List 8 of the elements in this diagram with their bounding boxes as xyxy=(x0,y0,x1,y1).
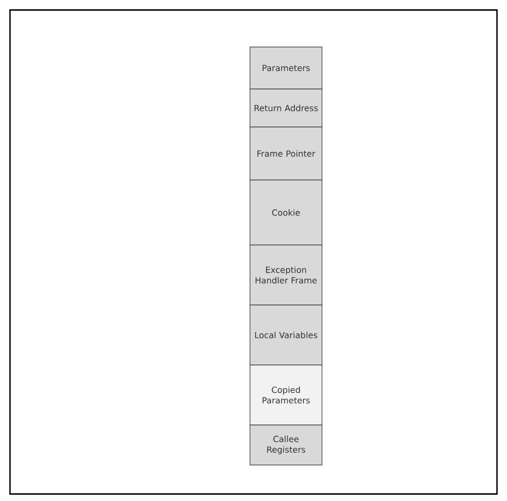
stack-box: Callee Registers xyxy=(250,424,322,466)
stack-box: Parameters xyxy=(250,46,322,90)
stack-box: Frame Pointer xyxy=(250,126,322,180)
stack-box: Return Address xyxy=(250,88,322,128)
stack-box: Cookie xyxy=(250,180,322,246)
stack-box: Copied Parameters xyxy=(250,364,322,426)
stack-box: Local Variables xyxy=(250,304,322,366)
stack-box: Exception Handler Frame xyxy=(250,244,322,306)
